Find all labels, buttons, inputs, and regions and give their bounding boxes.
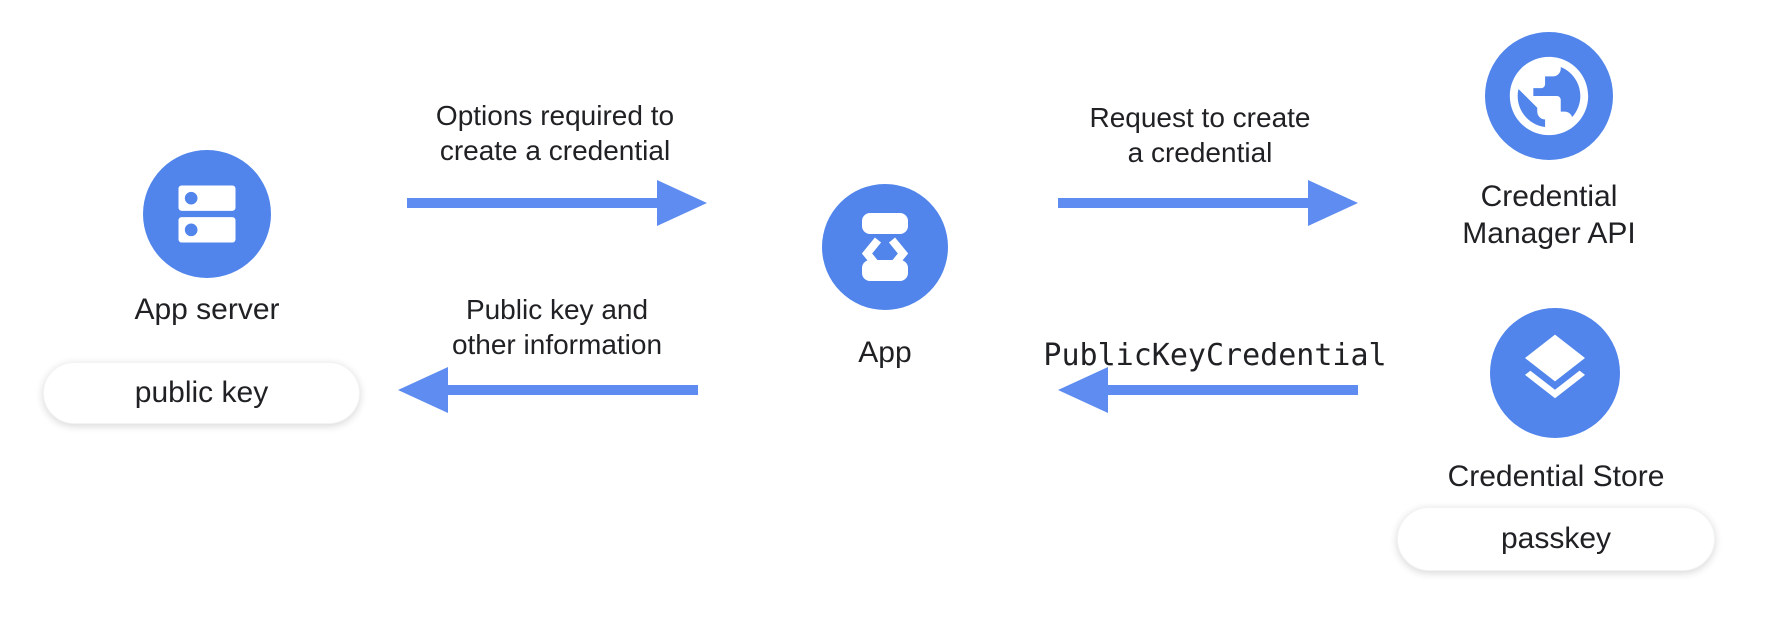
public-key-return-flow-label: Public key and other information [402,292,712,362]
passkey-pill: passkey [1397,507,1715,571]
public-key-return-label-line2: other information [451,329,663,360]
credential-manager-api-label-line2: Manager API [1462,217,1636,250]
public-key-credential-arrow-left-icon [1058,367,1358,413]
public-key-return-arrow-left-icon [398,367,698,413]
request-arrow-right-icon [1058,180,1358,226]
passkey-pill-label: passkey [1500,522,1612,555]
credential-store-label: Credential Store [1447,460,1665,493]
public-key-return-label-line1: Public key and [465,294,649,325]
request-flow-label-line2: a credential [1127,137,1273,168]
request-flow-label: Request to create a credential [1050,100,1350,170]
public-key-credential-flow-label: PublicKeyCredential [1043,338,1387,373]
credential-manager-api-label: Credential Manager API [1424,178,1674,252]
public-key-pill-label: public key [134,376,269,409]
app-server-label: App server [134,293,280,326]
options-flow-label: Options required to create a credential [400,98,710,168]
server-icon [143,150,271,278]
app-label: App [858,336,912,369]
options-arrow-right-icon [407,180,707,226]
public-key-pill: public key [43,362,360,424]
options-flow-label-line1: Options required to [435,100,675,131]
credential-manager-api-label-line1: Credential [1480,180,1618,213]
globe-icon [1485,32,1613,160]
layers-icon [1490,308,1620,438]
options-flow-label-line2: create a credential [439,135,671,166]
phone-code-icon [822,184,948,310]
request-flow-label-line1: Request to create [1089,102,1311,133]
